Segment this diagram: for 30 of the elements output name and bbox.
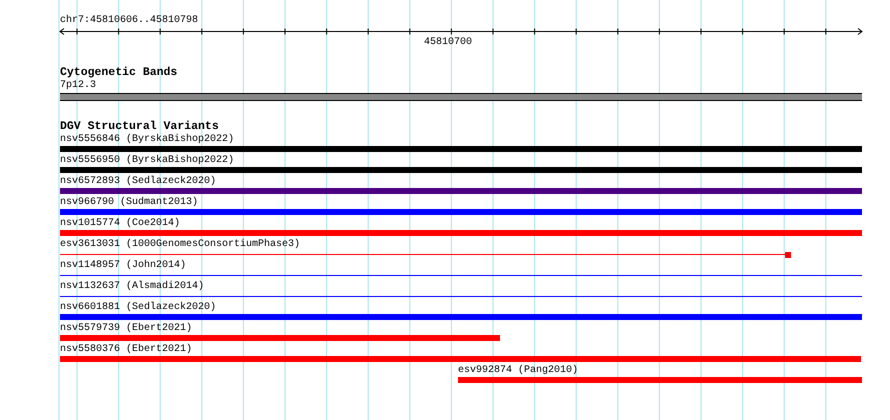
- variant-label: esv3613031 (1000GenomesConsortiumPhase3): [60, 239, 300, 251]
- feature-bar: [458, 377, 862, 383]
- variant-label: nsv5556846 (ByrskaBishop2022): [60, 134, 234, 146]
- variant-label: nsv6601881 (Sedlazeck2020): [60, 302, 216, 314]
- track-heading: DGV Structural Variants: [60, 121, 219, 133]
- feature-bar: [60, 230, 862, 236]
- variant-label: nsv5580376 (Ebert2021): [60, 344, 192, 356]
- feature-line: [60, 275, 862, 276]
- feature-bar: [60, 335, 500, 341]
- variant-label: nsv1148957 (John2014): [60, 260, 186, 272]
- variant-label: nsv5579739 (Ebert2021): [60, 323, 192, 335]
- variant-label: nsv1132637 (Alsmadi2014): [60, 281, 204, 293]
- variant-label: nsv5556950 (ByrskaBishop2022): [60, 155, 234, 167]
- track-heading: Cytogenetic Bands: [60, 67, 178, 79]
- feature-bar: [60, 188, 862, 194]
- band-label: 7p12.3: [60, 80, 96, 92]
- coordinate-label: 45810700: [424, 37, 472, 49]
- feature-bar: [60, 209, 862, 215]
- feature-bar: [60, 146, 862, 152]
- locus-label: chr7:45810606..45810798: [60, 15, 198, 27]
- feature-line: [60, 296, 862, 297]
- variant-label: nsv1015774 (Coe2014): [60, 218, 180, 230]
- feature-bar: [60, 314, 862, 320]
- feature-bar: [60, 167, 862, 173]
- variant-label: nsv6572893 (Sedlazeck2020): [60, 176, 216, 188]
- feature-line: [60, 254, 786, 255]
- feature-bar: [60, 356, 861, 362]
- variant-label: esv992874 (Pang2010): [458, 365, 578, 377]
- chromosome-band-bar: [60, 93, 862, 101]
- variant-label: nsv966790 (Sudmant2013): [60, 197, 198, 209]
